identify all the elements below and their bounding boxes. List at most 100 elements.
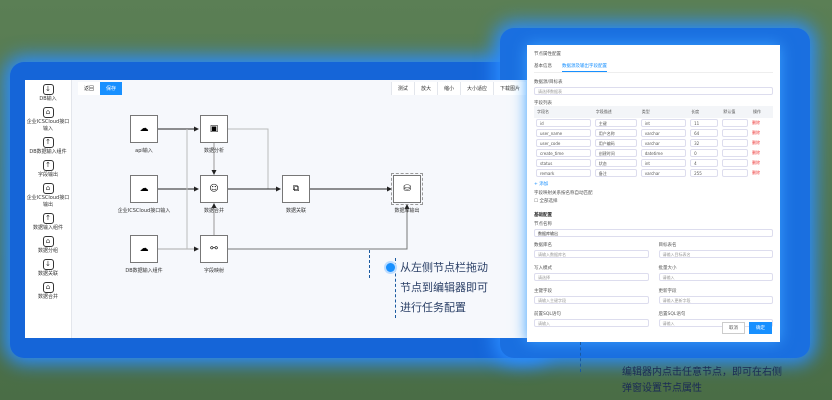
cell-input[interactable]: 备注 [594, 169, 637, 177]
panel-title: 节点属性配置 [534, 52, 561, 57]
node-db-input[interactable]: ☁ [130, 235, 158, 263]
database-icon: ▣ [209, 124, 219, 134]
drag-hint-callout: 从左侧节点栏拖动 节点到编辑器即可 进行任务配置 [386, 258, 488, 318]
node-data-analysis[interactable]: ▣ [200, 115, 228, 143]
database-icon: ⛁ [403, 184, 411, 194]
cell-input[interactable]: create_time [536, 149, 591, 157]
add-field-button[interactable]: + 添加 [534, 182, 549, 187]
sidebar-node[interactable]: ↑DB数据输入组件 [29, 137, 67, 155]
cell-input[interactable] [722, 149, 748, 157]
cell-input[interactable]: remark [536, 169, 591, 177]
zoom-out-button[interactable]: 缩小 [436, 82, 460, 95]
cell-input[interactable]: 255 [690, 169, 719, 177]
delete-button[interactable]: 删除 [751, 130, 760, 135]
form-field: 批量大小请输入 [658, 265, 773, 286]
sidebar-node[interactable]: ⌂企业ICSCloud接口输出 [26, 183, 70, 208]
confirm-button[interactable]: 确定 [749, 322, 772, 334]
cell-input[interactable] [722, 139, 748, 147]
select-all-checkbox[interactable]: ☐ 全部选择 [534, 199, 558, 204]
cell-input[interactable]: user_code [536, 139, 591, 147]
form-input[interactable]: 请输入更新字段 [658, 296, 773, 304]
cell-input[interactable]: 创建时间 [594, 149, 637, 157]
user-icon: ☺ [209, 184, 219, 194]
cell-input[interactable] [722, 119, 748, 127]
node-field-map[interactable]: ⚯ [200, 235, 228, 263]
guide-line [369, 250, 370, 278]
tab-fields[interactable]: 数据源及输出字段配置 [562, 61, 607, 72]
cell-input[interactable]: varchar [640, 139, 687, 147]
node-api-input[interactable]: ☁ [130, 115, 158, 143]
test-button[interactable]: 测试 [390, 82, 414, 95]
source-select[interactable]: 请选择数据表 [534, 87, 773, 95]
node-data-merge[interactable]: ☺ [200, 175, 228, 203]
cell-input[interactable] [722, 129, 748, 137]
share-icon: ⚯ [210, 244, 218, 254]
node-data-relate[interactable]: ⧉ [282, 175, 310, 203]
save-button[interactable]: 保存 [100, 82, 123, 95]
cell-input[interactable]: 状态 [594, 159, 637, 167]
cloud-icon: ⌂ [42, 183, 54, 194]
form-input[interactable]: 请输入数据库名 [534, 250, 649, 258]
cell-input[interactable]: 32 [690, 139, 719, 147]
sidebar-node[interactable]: ⌂数据分组 [37, 236, 58, 254]
cell-input[interactable]: varchar [640, 169, 687, 177]
cell-input[interactable]: id [536, 119, 591, 127]
zoom-in-button[interactable]: 放大 [413, 82, 437, 95]
form-field: 前置SQL语句请输入 [534, 311, 649, 332]
form-input[interactable]: 请选择 [534, 273, 649, 281]
fit-button[interactable]: 大小适应 [459, 82, 493, 95]
upload-icon: ↑ [42, 160, 54, 171]
cell-input[interactable]: 用户名称 [594, 129, 637, 137]
cloud-icon: ⌂ [42, 236, 54, 247]
cell-input[interactable]: 用户编码 [594, 139, 637, 147]
upload-icon: ↑ [42, 137, 54, 148]
tab-basic[interactable]: 基本信息 [534, 64, 552, 69]
cell-input[interactable]: status [536, 159, 591, 167]
form-field: 更新字段请输入更新字段 [658, 288, 773, 309]
node-name-input[interactable]: 数据库输出 [534, 229, 773, 237]
sidebar-node[interactable]: ↓DB输入 [39, 84, 57, 102]
delete-button[interactable]: 删除 [751, 120, 760, 125]
sidebar-node[interactable]: ↓数据关联 [37, 259, 58, 277]
form-field: 主键字段请输入主键字段 [534, 288, 649, 309]
sidebar-node[interactable]: ⌂数据合并 [37, 282, 58, 300]
form-field: 目标表名请输入目标表名 [658, 242, 773, 263]
form-input[interactable]: 请输入 [534, 319, 649, 327]
form-input[interactable]: 请输入 [658, 273, 773, 281]
bullet-icon [386, 263, 395, 272]
delete-button[interactable]: 删除 [751, 150, 760, 155]
download-icon: ↓ [42, 259, 54, 270]
delete-button[interactable]: 删除 [751, 160, 760, 165]
cell-input[interactable]: 11 [690, 119, 719, 127]
cloud-icon: ☁ [139, 124, 149, 134]
form-input[interactable]: 请输入主键字段 [534, 296, 649, 304]
cell-input[interactable]: datetime [640, 149, 687, 157]
cell-input[interactable] [722, 159, 748, 167]
cloud-icon: ⌂ [42, 107, 54, 118]
sidebar-node[interactable]: ⌂企业ICSCloud接口输入 [26, 107, 70, 132]
node-db-output[interactable]: ⛁ [391, 173, 423, 205]
cloud-icon: ☁ [139, 244, 149, 254]
cell-input[interactable]: user_name [536, 129, 591, 137]
sidebar-node[interactable]: ↑字段输出 [37, 160, 58, 178]
copy-icon: ⧉ [292, 184, 300, 194]
form-input[interactable]: 请输入目标表名 [658, 250, 773, 258]
cell-input[interactable]: 主键 [594, 119, 637, 127]
download-image-button[interactable]: 下载图片 [492, 82, 526, 95]
cell-input[interactable]: 64 [690, 129, 719, 137]
cell-input[interactable] [722, 169, 748, 177]
cancel-button[interactable]: 取消 [722, 322, 745, 334]
node-ics-input[interactable]: ☁ [130, 175, 158, 203]
cell-input[interactable]: int [640, 119, 687, 127]
download-icon: ↓ [42, 84, 54, 95]
cell-input[interactable]: 0 [690, 149, 719, 157]
cell-input[interactable]: int [640, 159, 687, 167]
form-input[interactable]: 请输入 [658, 319, 773, 327]
back-button[interactable]: 返回 [78, 82, 101, 95]
cell-input[interactable]: 4 [690, 159, 719, 167]
sidebar-node[interactable]: ↑数据输入组件 [32, 213, 63, 231]
delete-button[interactable]: 删除 [751, 170, 760, 175]
delete-button[interactable]: 删除 [751, 140, 760, 145]
cell-input[interactable]: varchar [640, 129, 687, 137]
